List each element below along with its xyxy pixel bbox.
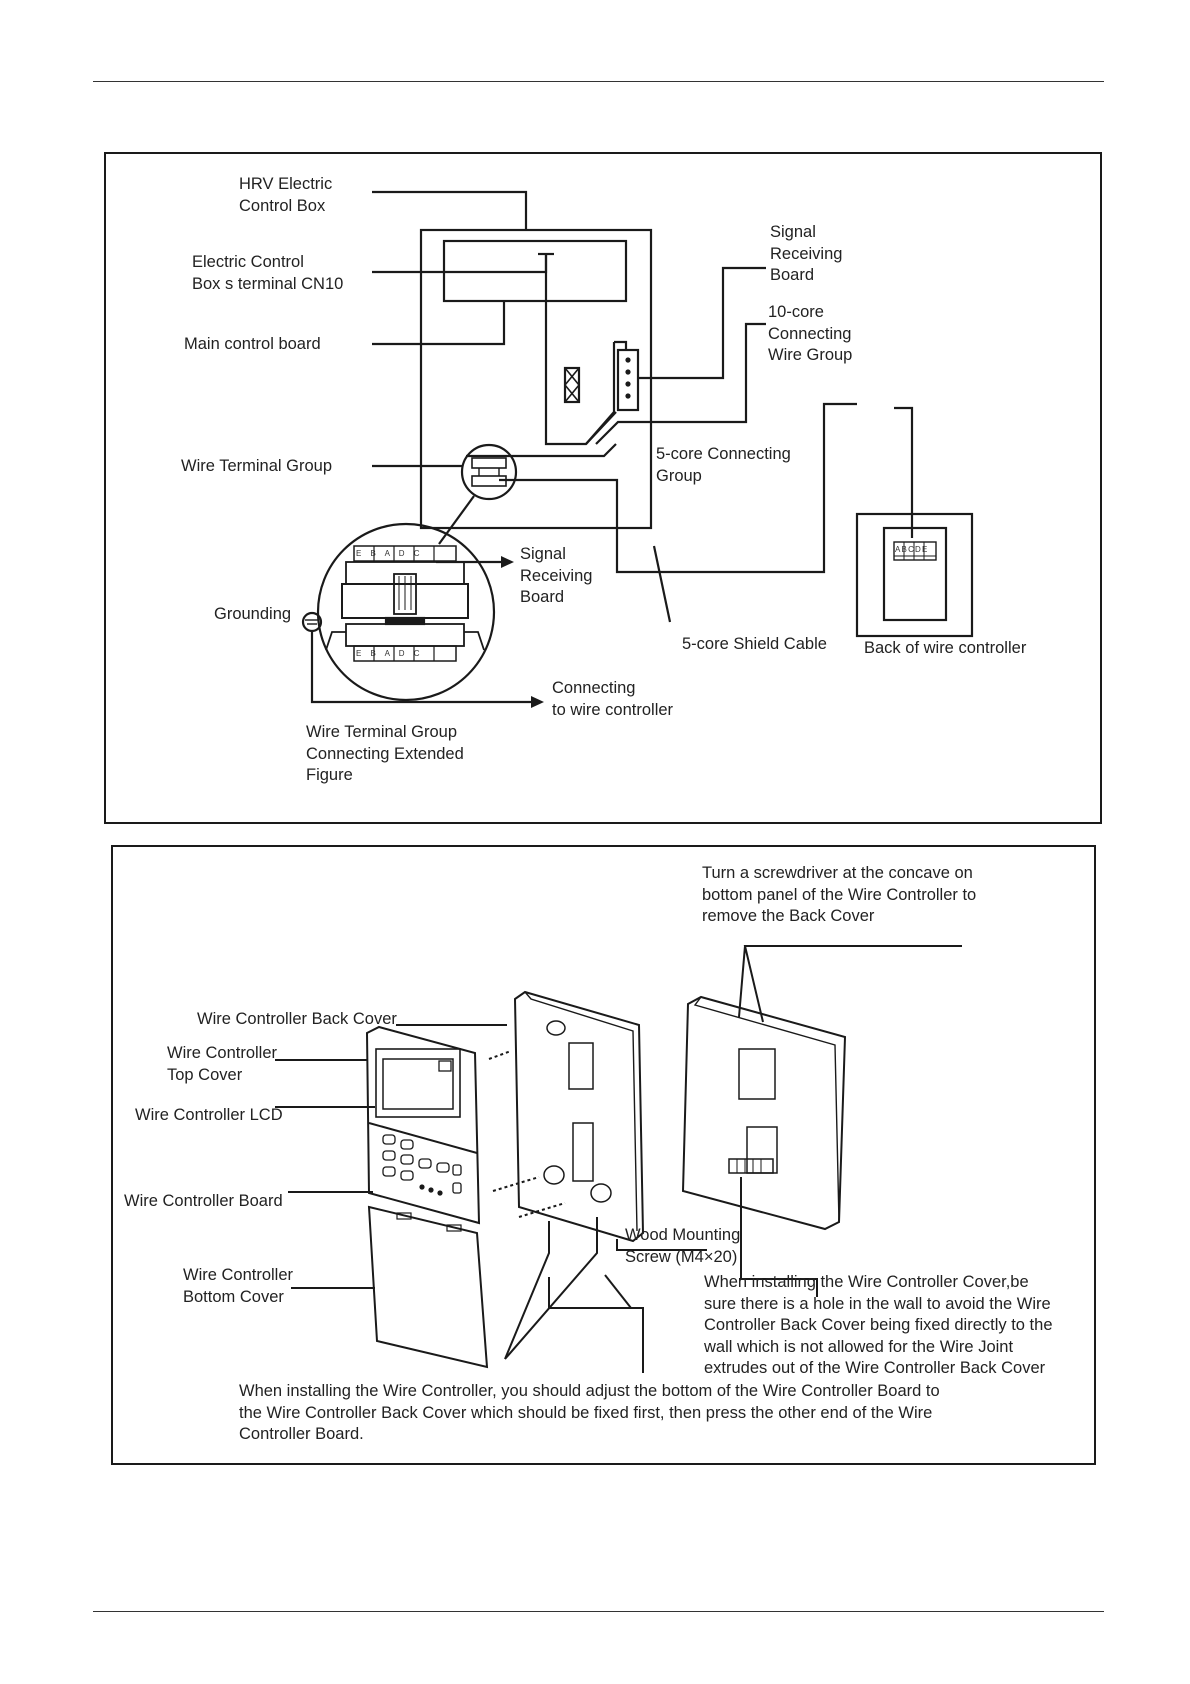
label-back-wire-controller: Back of wire controller xyxy=(864,639,1027,657)
controller-terminal-letters: ABCDE xyxy=(895,545,929,554)
installation-diagram-panel: Turn a screwdriver at the concave on bot… xyxy=(111,845,1096,1465)
label-top-cover: Wire Controller Top Cover xyxy=(167,1044,278,1084)
label-signal-board-mid: Signal Receiving Board xyxy=(520,545,593,606)
wire-controller-back-outer xyxy=(855,512,974,638)
label-extended-figure: Wire Terminal Group Connecting Extended … xyxy=(306,723,464,784)
grounding-symbol xyxy=(301,611,323,633)
footer-rule xyxy=(93,1611,1104,1612)
label-install-note: When installing the Wire Controller, you… xyxy=(239,1382,940,1443)
wire-controller-back-inner xyxy=(882,526,948,622)
label-main-control-board: Main control board xyxy=(184,335,321,353)
installation-diagram-drawing xyxy=(275,945,962,1373)
header-rule xyxy=(93,81,1104,82)
back-cover-shape xyxy=(513,990,645,1243)
label-hrv-control-box: HRV Electric Control Box xyxy=(239,175,333,215)
wiring-diagram-panel: HRV Electric Control Box Electric Contro… xyxy=(104,152,1102,824)
label-wood-screw: Wood Mounting Screw (M4×20) xyxy=(625,1226,741,1266)
terminal-letters-bottom: E B A D C xyxy=(356,649,424,658)
label-terminal-cn10: Electric Control Box s terminal CN10 xyxy=(192,253,344,293)
signal-board-connector xyxy=(616,348,640,412)
connector-block xyxy=(563,366,581,404)
label-screwdriver-note: Turn a screwdriver at the concave on bot… xyxy=(702,864,977,925)
label-grounding: Grounding xyxy=(214,605,292,623)
terminal-letters-top: E B A D C xyxy=(356,549,424,558)
label-shield-cable: 5-core Shield Cable xyxy=(682,635,827,653)
label-five-core-group: 5-core Connecting Group xyxy=(656,445,791,485)
label-back-cover: Wire Controller Back Cover xyxy=(197,1010,397,1028)
wire-terminal-circle-small xyxy=(460,443,518,501)
controller-bottom-cover-shape xyxy=(367,1205,489,1369)
label-controller-board: Wire Controller Board xyxy=(124,1192,283,1210)
label-wire-terminal-group: Wire Terminal Group xyxy=(181,457,332,475)
wire-terminal-circle-large xyxy=(316,522,496,702)
label-hole-note: When installing the Wire Controller Cove… xyxy=(704,1273,1053,1377)
controller-back-view-shape xyxy=(681,995,847,1231)
label-ten-core-wire-group: 10-core Connecting Wire Group xyxy=(768,303,853,364)
wiring-diagram-drawing xyxy=(301,190,974,708)
controller-top-cover-shape xyxy=(365,1025,481,1225)
label-connecting-wire-controller: Connecting to wire controller xyxy=(552,679,674,719)
label-lcd: Wire Controller LCD xyxy=(135,1106,283,1124)
label-signal-board-top: Signal Receiving Board xyxy=(770,223,843,284)
label-bottom-cover: Wire Controller Bottom Cover xyxy=(183,1266,294,1306)
